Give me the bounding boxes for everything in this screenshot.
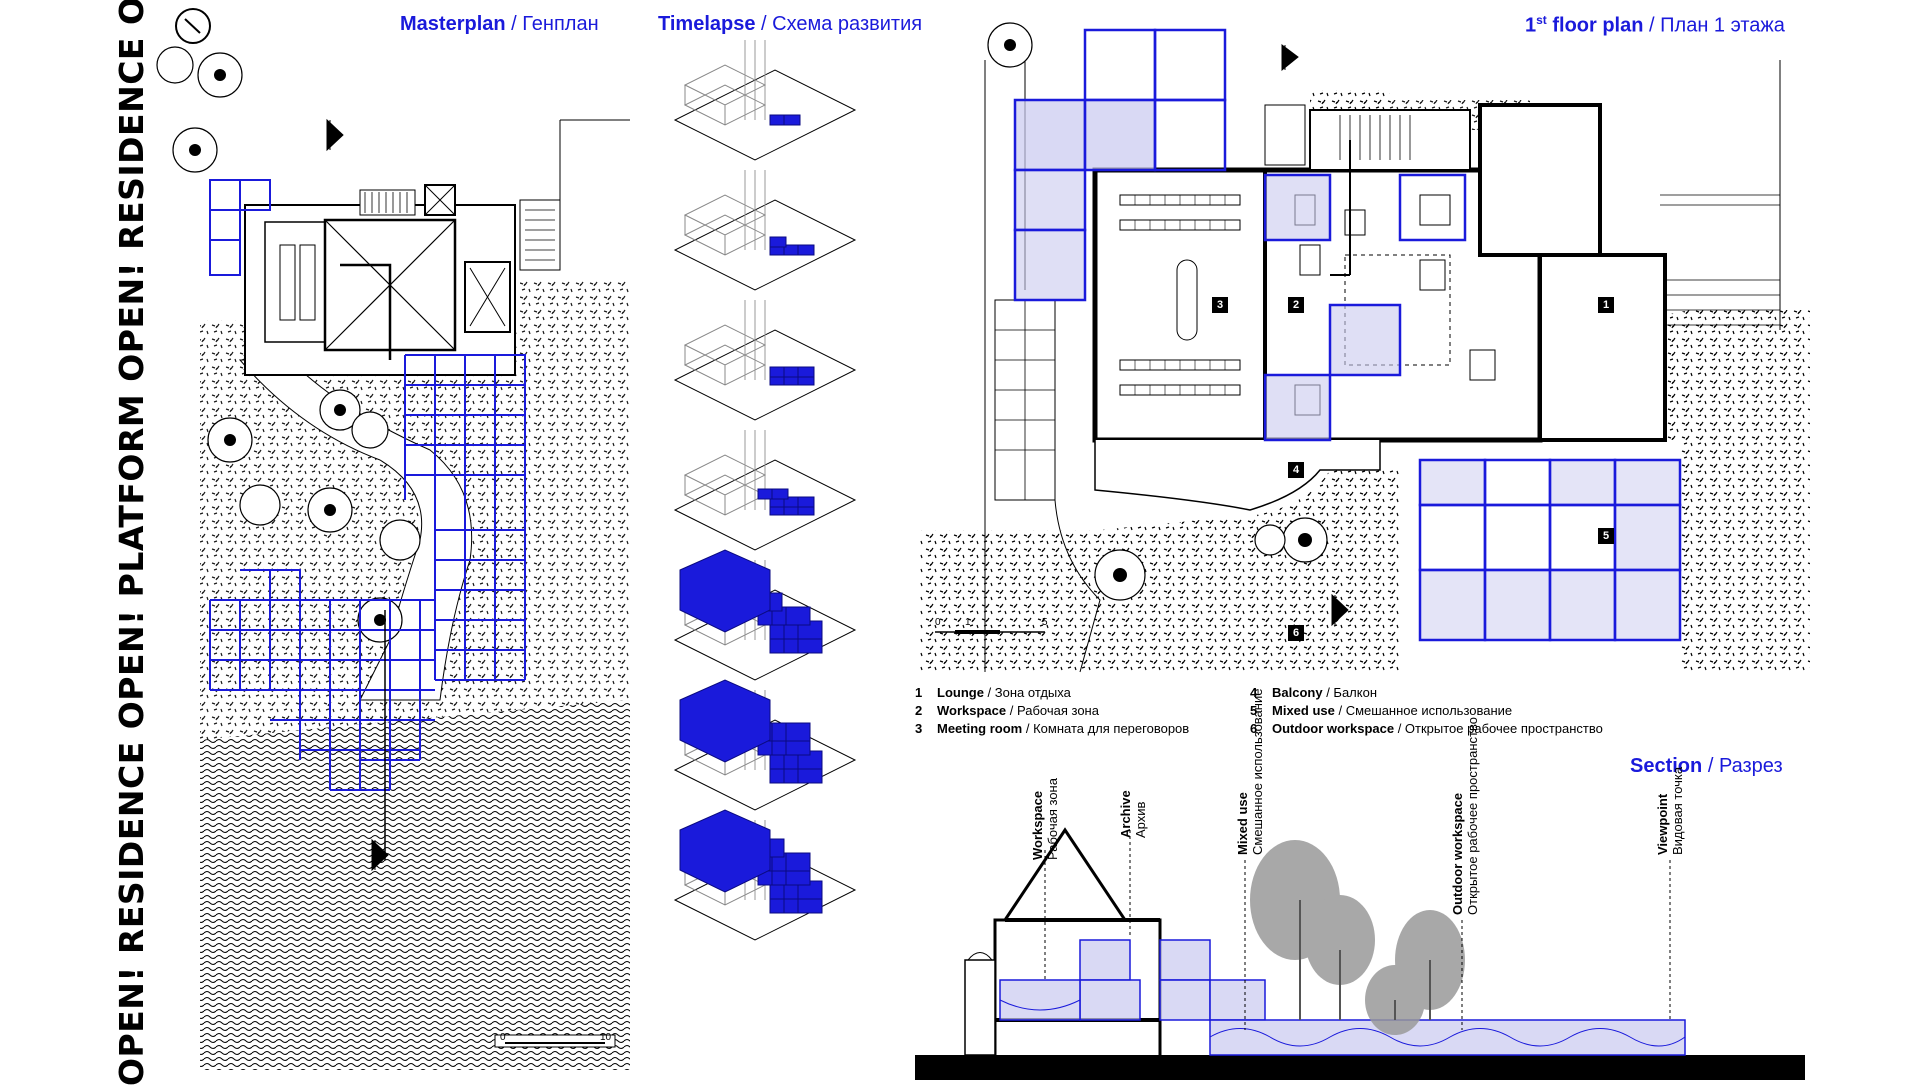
room-number-3: 3 <box>1212 297 1228 313</box>
room-number-4: 4 <box>1288 462 1304 478</box>
timelapse-stage <box>673 300 857 421</box>
room-number-5: 5 <box>1598 528 1614 544</box>
timelapse-mass <box>797 244 815 256</box>
timelapse-stage <box>673 430 857 551</box>
room-number-1: 1 <box>1598 297 1614 313</box>
masterplan-scale-start: 0 <box>500 1032 506 1043</box>
section-marker-icon <box>326 118 344 152</box>
floor-plan-title-en: floor plan <box>1546 14 1644 37</box>
timelapse-stage <box>673 549 857 681</box>
room-number-6: 6 <box>1288 625 1304 641</box>
timelapse-mass <box>783 114 801 126</box>
masterplan-heading: Masterplan / Генплан <box>400 13 599 35</box>
floor-plan-title-num: 1 <box>1525 14 1537 37</box>
floor-scale-start: 0 <box>935 617 941 628</box>
masterplan-title-en: Masterplan <box>400 13 506 35</box>
floor-scale-end: 5 <box>1042 617 1048 628</box>
timelapse-mass <box>771 488 789 500</box>
section-heading: Section / Разрез <box>1630 755 1783 777</box>
timelapse-stage <box>673 809 857 941</box>
timelapse-heading: Timelapse / Схема развития <box>658 13 923 35</box>
section-title-en: Section <box>1630 755 1703 777</box>
floor-plan-heading: 1st floor plan / План 1 этажа <box>1525 13 1785 37</box>
timelapse-mass <box>785 852 811 872</box>
timelapse-mass <box>797 496 815 508</box>
timelapse-mass <box>797 366 815 378</box>
timelapse-mass <box>785 722 811 742</box>
timelapse-block <box>679 679 771 763</box>
section-title-ru: Разрез <box>1718 755 1783 777</box>
timelapse-stage <box>673 170 857 291</box>
room-number-2: 2 <box>1288 297 1304 313</box>
floor-plan-title-sup: st <box>1536 13 1547 27</box>
timelapse-stage <box>673 40 857 161</box>
floor-scale-mid: 1 <box>965 617 971 628</box>
timelapse-block <box>679 809 771 893</box>
timelapse-stage <box>673 679 857 811</box>
north-arrow-icon <box>175 8 211 44</box>
floor-plan-title-ru: План 1 этажа <box>1660 14 1785 37</box>
timelapse-mass <box>769 236 787 248</box>
masterplan-scale-end: 10 <box>600 1032 612 1043</box>
timelapse-block <box>679 549 771 633</box>
masterplan-title-ru: Генплан <box>522 13 599 35</box>
timelapse-mass <box>785 606 811 626</box>
timelapse-title-ru: Схема развития <box>772 13 923 35</box>
timelapse-title-en: Timelapse <box>658 13 756 35</box>
